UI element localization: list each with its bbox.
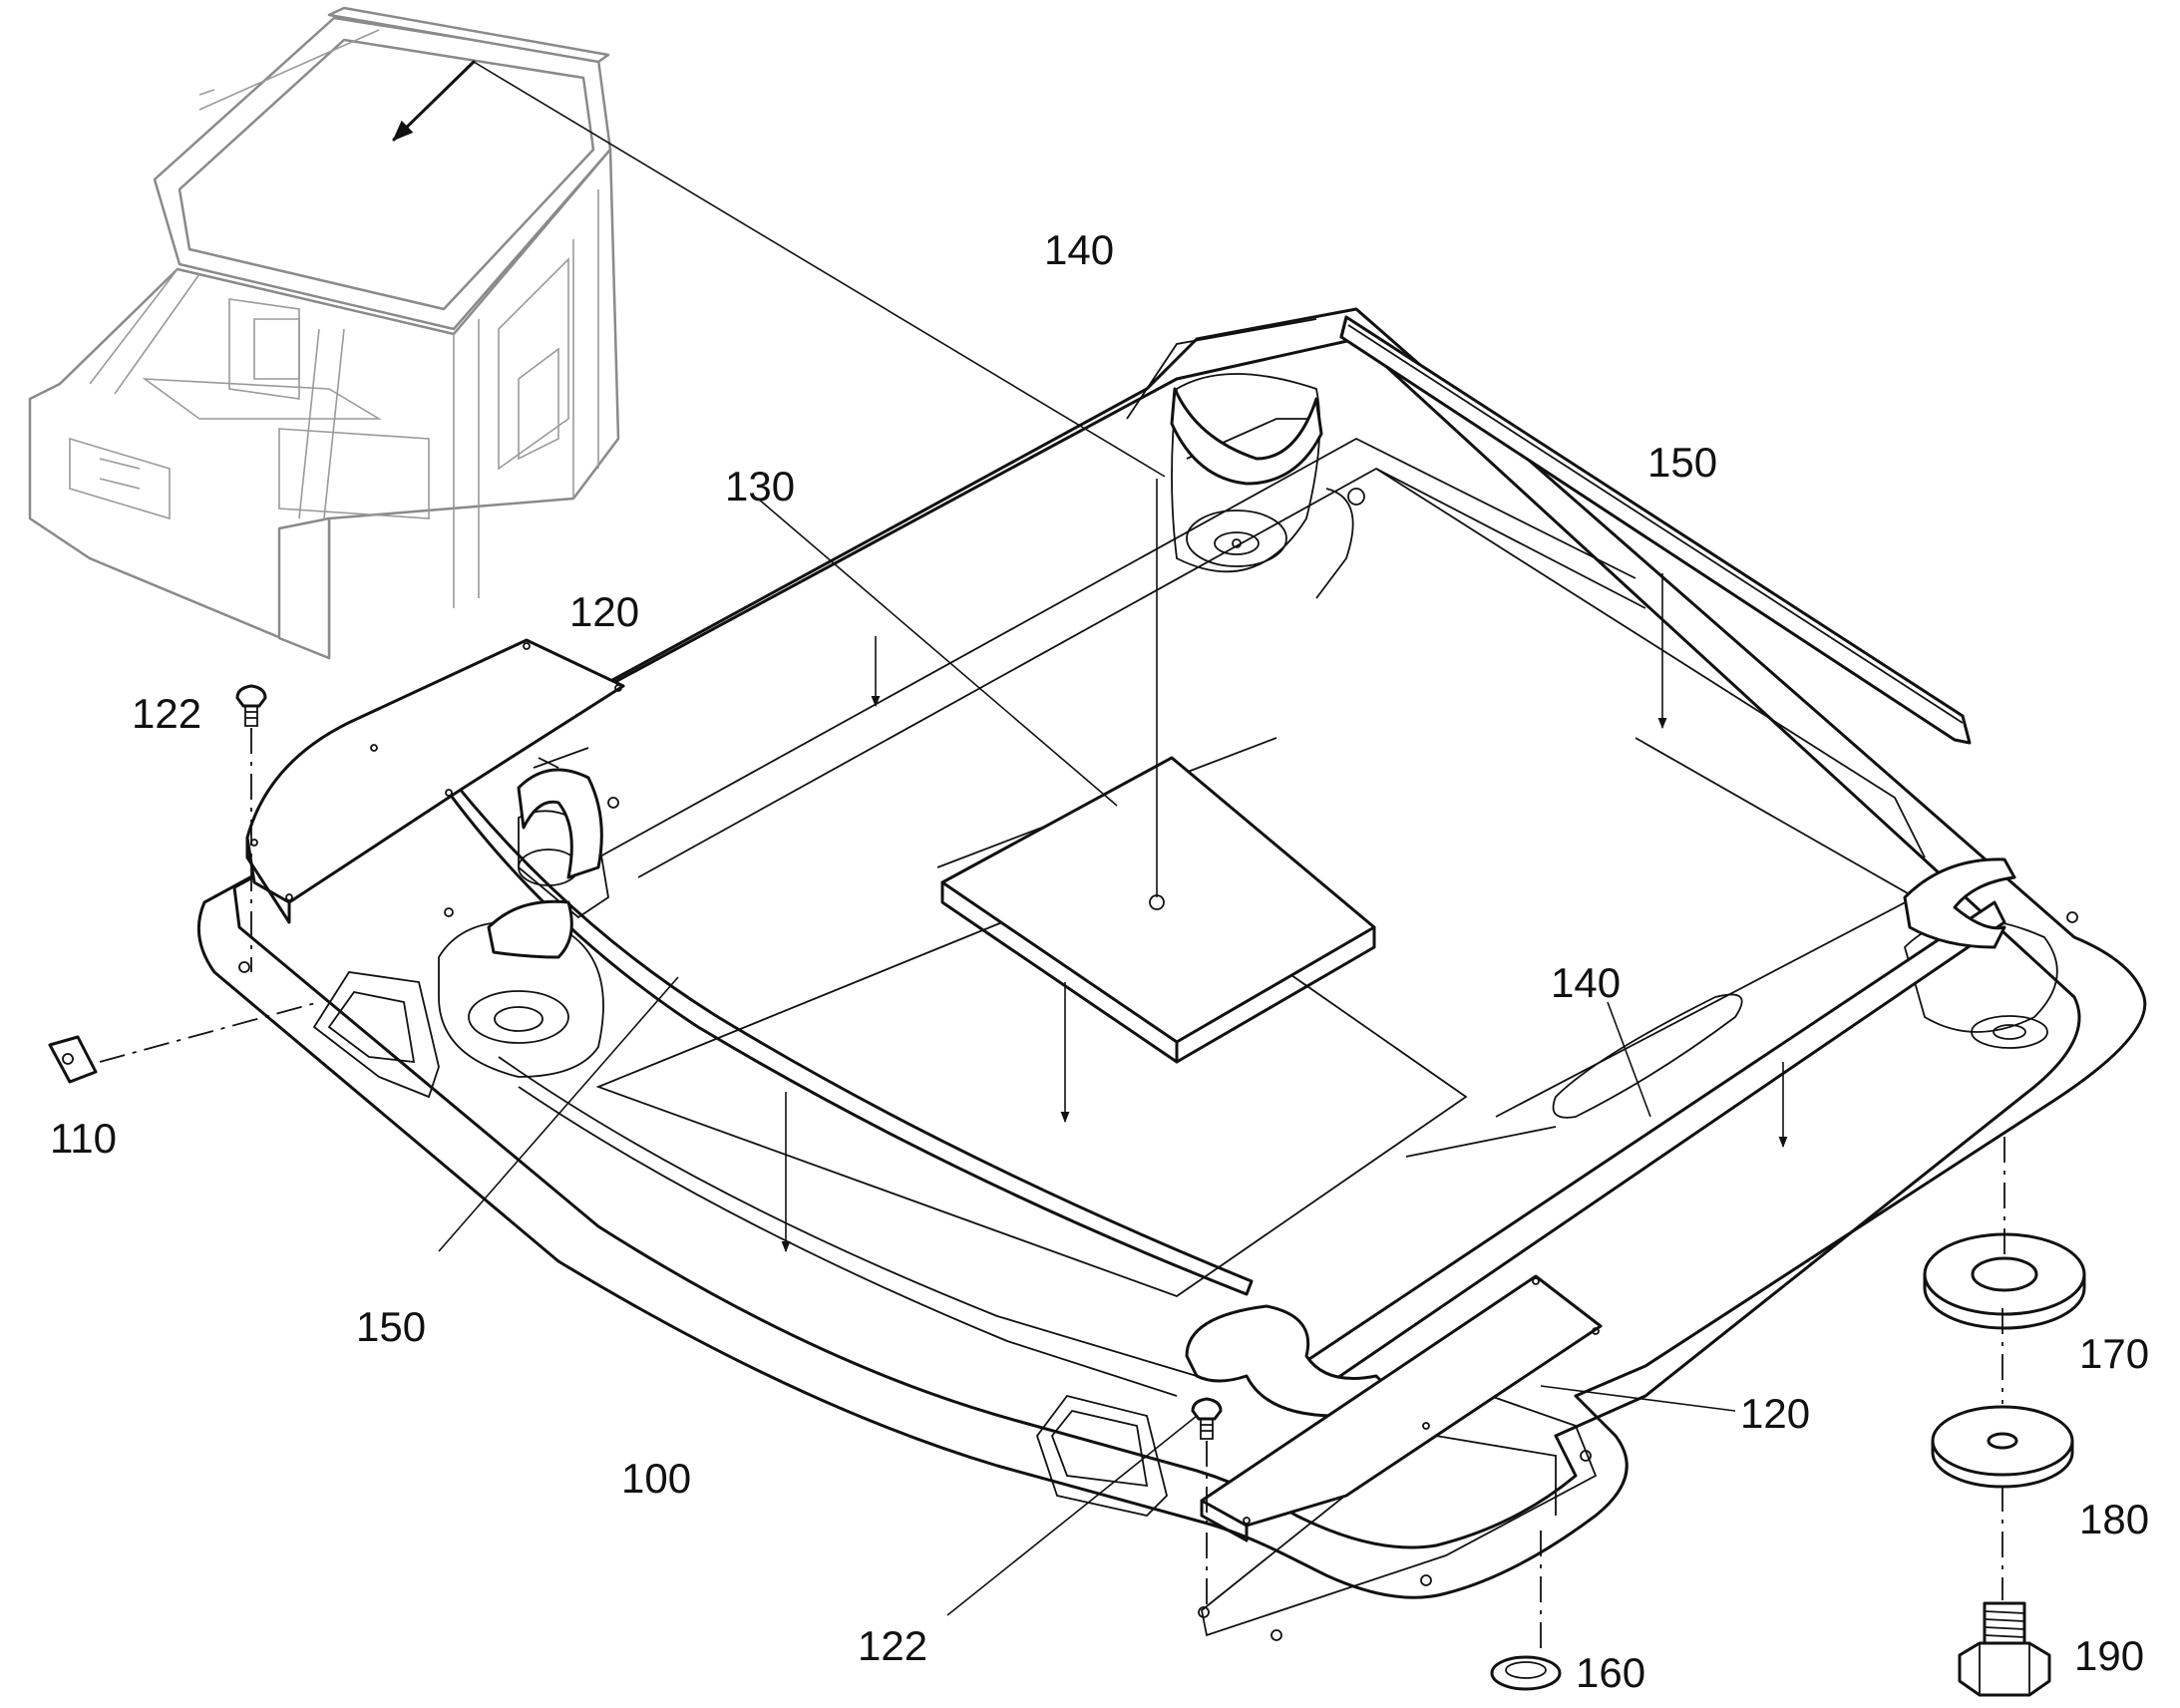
insulation-mat-130 <box>940 756 1376 1064</box>
label-120-top: 120 <box>569 588 639 635</box>
label-140-right: 140 <box>1551 959 1621 1006</box>
assembly-arrows <box>781 573 1788 1253</box>
label-110: 110 <box>50 1115 117 1162</box>
label-122-bottom: 122 <box>858 1622 927 1669</box>
label-150-top: 150 <box>1647 439 1717 486</box>
bolt-190 <box>1958 1601 2051 1697</box>
label-120-right: 120 <box>1740 1390 1810 1437</box>
seal-strip-150-front <box>429 761 1254 1296</box>
washer-180 <box>1931 1308 2074 1600</box>
label-190: 190 <box>2074 1632 2144 1679</box>
cover-plate-120-left <box>245 638 625 924</box>
part-labels: 140 150 130 120 122 140 110 150 170 120 … <box>50 226 2149 1696</box>
label-100: 100 <box>621 1455 691 1502</box>
label-160: 160 <box>1576 1649 1645 1696</box>
label-170: 170 <box>2079 1330 2149 1377</box>
seal-strip-150-rear <box>1339 315 1972 745</box>
label-150-left: 150 <box>356 1303 426 1350</box>
label-140-top: 140 <box>1044 226 1114 273</box>
label-130: 130 <box>725 463 795 510</box>
trim-140-rear <box>487 387 1323 959</box>
plug-160 <box>1490 1531 1562 1691</box>
cover-plate-120-right <box>1200 1274 1603 1542</box>
leader-lines <box>438 479 1736 1616</box>
label-122-top: 122 <box>132 690 201 737</box>
trim-strip-140-right <box>1185 857 2016 1418</box>
label-180: 180 <box>2079 1496 2149 1542</box>
screw-122-bottom <box>1191 1397 1223 1610</box>
washer-170 <box>1923 1137 2086 1330</box>
clip-nut-110 <box>48 1001 320 1084</box>
screw-122-top <box>235 684 267 972</box>
cab-overview-inset <box>28 6 1166 660</box>
